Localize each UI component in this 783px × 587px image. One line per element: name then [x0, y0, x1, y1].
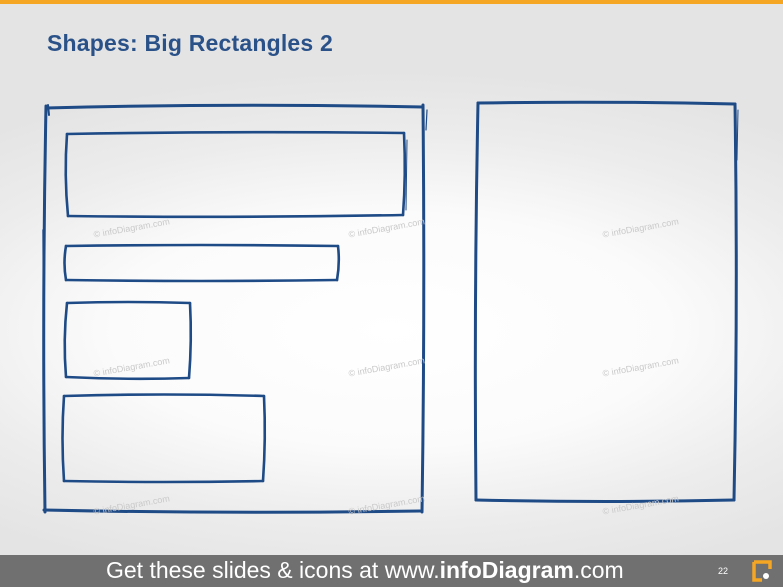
top-accent-bar: [0, 0, 783, 4]
infodiagram-logo-icon: [752, 560, 772, 582]
footer-brand: infoDiagram: [439, 557, 574, 583]
page-number: 22: [718, 566, 729, 576]
inner-rectangle-3[interactable]: [63, 300, 193, 381]
inner-rectangle-1[interactable]: [64, 130, 408, 219]
footer-bar: Get these slides & icons at www.infoDiag…: [0, 555, 783, 587]
inner-rectangle-4[interactable]: [61, 393, 267, 484]
left-big-rectangle[interactable]: [42, 103, 428, 514]
slide-title: Shapes: Big Rectangles 2: [47, 30, 333, 56]
right-big-rectangle[interactable]: [473, 100, 739, 503]
footer-prefix: Get these slides & icons at www.: [106, 557, 440, 583]
footer-suffix: .com: [573, 557, 624, 583]
footer-link[interactable]: Get these slides & icons at www.infoDiag…: [106, 557, 624, 584]
inner-rectangle-2[interactable]: [63, 243, 341, 283]
